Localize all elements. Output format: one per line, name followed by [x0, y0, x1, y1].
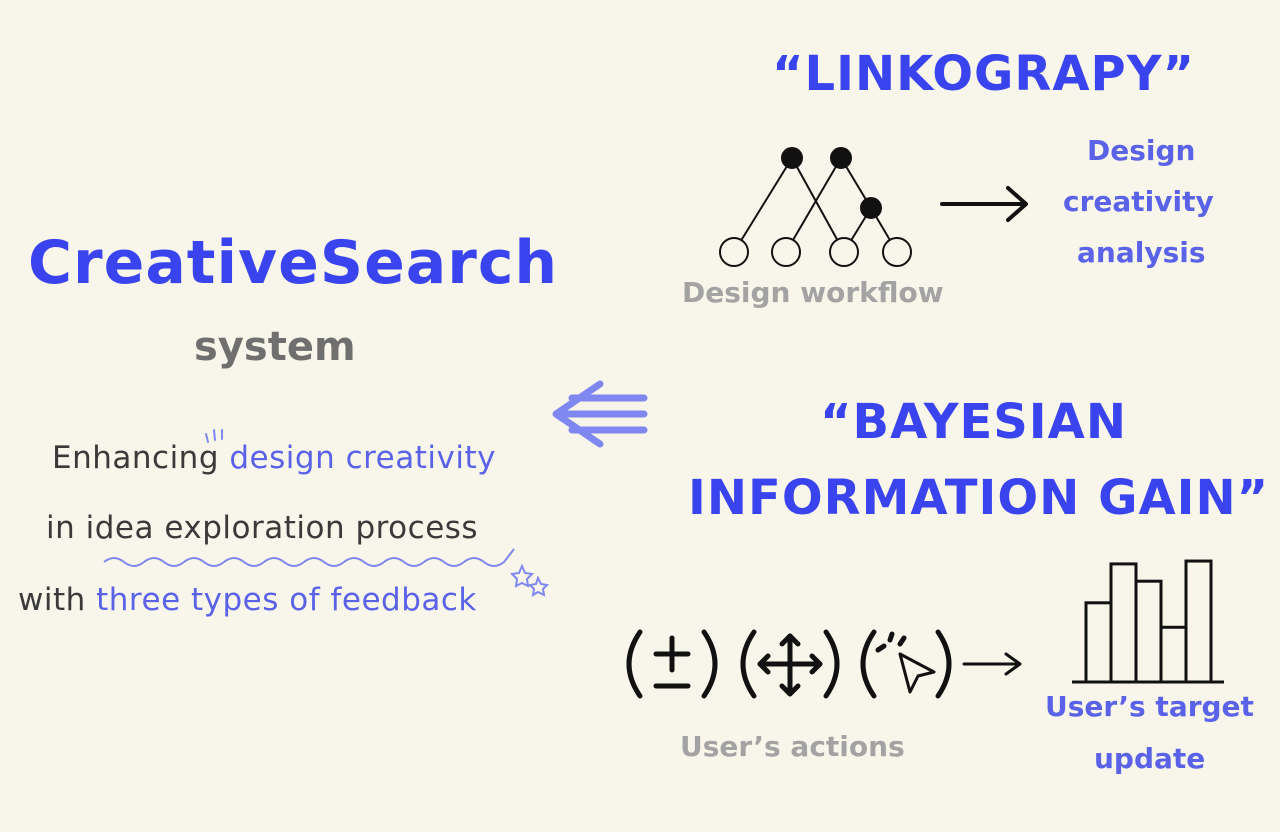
description-line-2: in idea exploration process — [46, 510, 478, 546]
star-icon — [509, 563, 550, 597]
system-subtitle: system — [194, 324, 356, 370]
bayesian-title-line-2: INFORMATION GAIN” — [688, 470, 1270, 526]
actions-caption: User’s actions — [680, 730, 905, 763]
description-line-3: with three types of feedback — [18, 582, 477, 618]
double-left-arrow-icon — [552, 380, 648, 448]
linkography-output-line-2: creativity — [1063, 185, 1214, 218]
cursor-click-icon — [860, 629, 952, 699]
linkography-caption: Design workflow — [682, 276, 944, 309]
target-output-line-1: User’s target — [1045, 690, 1254, 723]
linkography-output-line-1: Design — [1087, 134, 1196, 167]
emphasis-ticks-icon — [205, 429, 223, 443]
line2-prefix: in — [46, 510, 86, 546]
histogram-bar — [1109, 562, 1138, 684]
move-arrows-icon — [740, 629, 840, 699]
bayesian-title-line-1: “BAYESIAN — [820, 394, 1127, 450]
line3-highlight: three types of feedback — [96, 582, 477, 618]
linkography-output-line-3: analysis — [1077, 236, 1206, 269]
target-output-line-2: update — [1094, 742, 1206, 775]
histogram-bar — [1134, 579, 1163, 684]
line1-highlight: design creativity — [229, 440, 496, 476]
description-line-1: Enhancing design creativity — [52, 440, 496, 476]
line3-prefix: with — [18, 582, 97, 618]
bar-chart-icon — [1072, 559, 1224, 684]
line1-prefix: Enhancing — [52, 440, 230, 476]
arrow-right-icon — [962, 652, 1022, 676]
histogram-bar — [1159, 625, 1188, 684]
histogram-bar — [1084, 601, 1113, 684]
linkography-title: “LINKOGRAPY” — [772, 46, 1195, 102]
arrow-right-icon — [940, 186, 1028, 222]
wavy-underline — [103, 548, 515, 567]
system-title: CreativeSearch — [28, 228, 559, 298]
line2-text: idea exploration process — [85, 510, 479, 546]
histogram-bar — [1184, 559, 1213, 684]
plus-minus-icon — [626, 629, 718, 699]
linkograph-network-icon — [719, 147, 912, 267]
